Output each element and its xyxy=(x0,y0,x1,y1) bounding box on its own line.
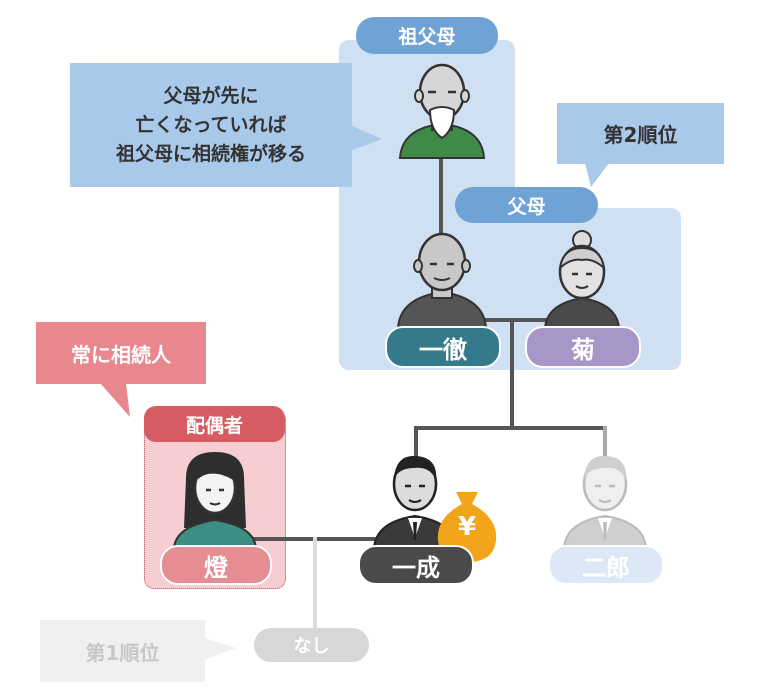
grandparent-father-line xyxy=(439,155,443,235)
deceased-name-pill: 一成 xyxy=(358,545,474,585)
second-rank-tail xyxy=(585,163,609,187)
spouse-header: 配偶者 xyxy=(144,406,285,442)
businessman-icon xyxy=(372,455,458,549)
parents-horizontal-line xyxy=(470,318,560,322)
deceased-drop-line xyxy=(414,426,418,458)
marriage-line xyxy=(250,537,390,541)
first-rank-tail xyxy=(204,638,236,660)
grandparents-header: 祖父母 xyxy=(356,17,498,54)
child-none-pill: なし xyxy=(254,628,369,662)
grandparents-note-tail xyxy=(350,125,382,151)
sibling-drop-line xyxy=(603,426,607,458)
woman-icon xyxy=(172,452,258,549)
yen-symbol: ¥ xyxy=(457,512,477,542)
businessman-icon xyxy=(562,455,648,549)
always-heir-callout: 常に相続人 xyxy=(36,322,206,384)
child-drop-line xyxy=(313,537,317,645)
parents-down-line xyxy=(510,318,514,428)
elderly-woman-icon xyxy=(543,230,621,329)
grandparents-note-line-2: 亡くなっていれば xyxy=(135,113,287,136)
always-heir-tail xyxy=(100,383,130,417)
spouse-name-pill: 燈 xyxy=(160,545,272,585)
grandparents-note-callout: 父母が先に 亡くなっていれば 祖父母に相続権が移る xyxy=(70,63,352,187)
father-name-pill: 一徹 xyxy=(385,326,501,368)
mother-name-pill: 菊 xyxy=(525,326,641,368)
bald-bearded-elder-icon xyxy=(398,63,486,159)
sibling-name-pill: 二郎 xyxy=(548,545,664,585)
children-horizontal-line xyxy=(414,426,607,430)
first-rank-callout: 第1順位 xyxy=(40,620,205,682)
grandparents-note-line-3: 祖父母に相続権が移る xyxy=(115,142,306,165)
bald-man-icon xyxy=(396,232,488,329)
parents-header: 父母 xyxy=(455,187,598,223)
grandparents-note-line-1: 父母が先に xyxy=(163,84,259,107)
second-rank-callout: 第2順位 xyxy=(557,103,724,164)
